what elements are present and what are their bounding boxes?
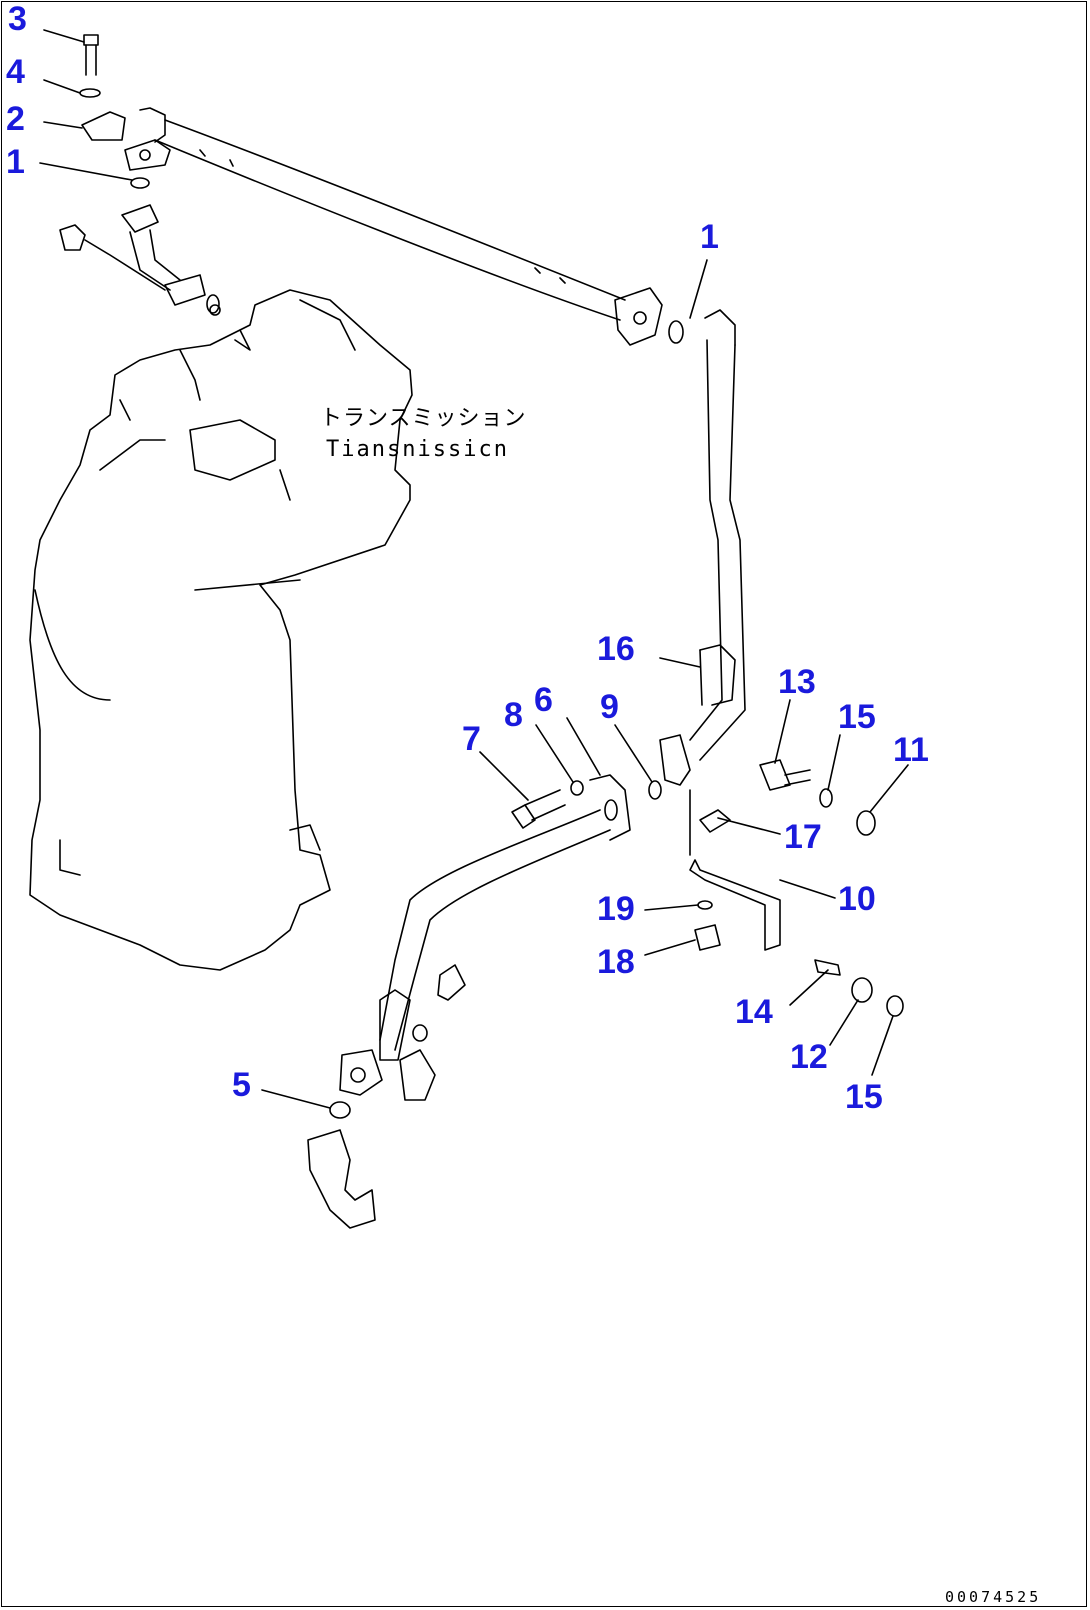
transmission-housing <box>29 289 413 971</box>
callout-2: 2 <box>6 100 25 138</box>
callout-18: 18 <box>597 943 635 981</box>
callout-13: 13 <box>778 663 816 701</box>
callout-16: 16 <box>597 630 635 668</box>
caption-jp: トランスミッション <box>320 406 527 431</box>
right-vertical-pipe <box>659 309 746 786</box>
callout-1b: 1 <box>700 218 719 256</box>
callout-19: 19 <box>597 890 635 928</box>
callout-3: 3 <box>8 0 27 38</box>
caption-en: Tiansnissicn <box>326 437 509 462</box>
callout-4: 4 <box>6 53 25 91</box>
lower-hose <box>307 774 662 1229</box>
callout-14: 14 <box>735 993 773 1031</box>
callout-7: 7 <box>462 720 481 758</box>
callout-15b: 15 <box>845 1078 883 1116</box>
upper-left-fittings <box>59 34 220 314</box>
callout-10: 10 <box>838 880 876 918</box>
callout-6: 6 <box>534 681 553 719</box>
callout-9: 9 <box>600 688 619 726</box>
leader-lines <box>39 29 909 1109</box>
callout-12: 12 <box>790 1038 828 1076</box>
callout-1a: 1 <box>6 143 25 181</box>
upper-pipe <box>124 107 663 346</box>
callout-15a: 15 <box>838 698 876 736</box>
document-number: 00074525 <box>945 1588 1042 1606</box>
callout-11: 11 <box>893 731 929 769</box>
bracket-assembly <box>689 759 904 1017</box>
callout-17: 17 <box>784 818 822 856</box>
callout-8: 8 <box>504 696 523 734</box>
callout-5: 5 <box>232 1066 251 1104</box>
